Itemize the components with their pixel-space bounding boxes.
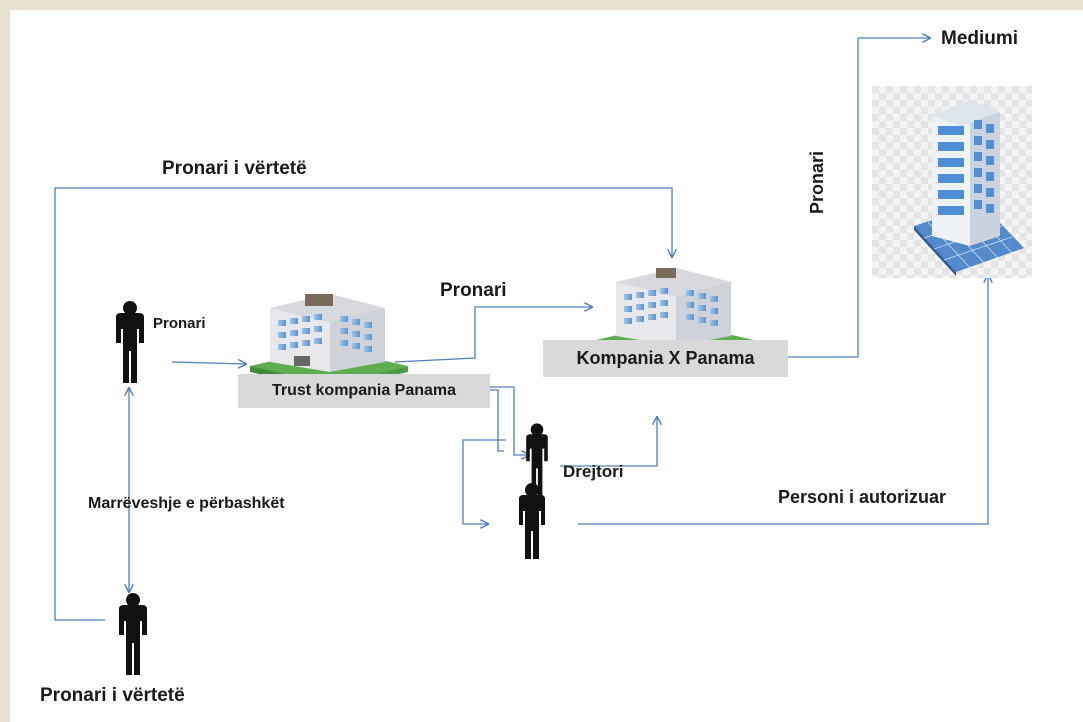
label-true-owner-bottom: Pronari i vërtetë (40, 685, 185, 706)
person-icon-authorized (519, 483, 545, 559)
label-medium: Mediumi (941, 28, 1019, 49)
connector-true-owner-to-company-x (54, 187, 672, 621)
connectors (54, 38, 988, 621)
label-owner-link: Pronari (440, 280, 507, 301)
connector-director-to-company-x (560, 417, 657, 467)
connector-trust-to-director (490, 386, 529, 455)
diagram-canvas: Pronari i vërtetë Pronari Pronari Medium… (10, 10, 1083, 722)
office-tower-icon (872, 86, 1032, 278)
label-true-owner-top: Pronari i vërtetë (162, 158, 307, 179)
person-icon-true-owner (119, 593, 147, 675)
connector-trust-to-company-x (394, 307, 592, 363)
label-owner: Pronari (153, 315, 206, 332)
connector-authorized-to-tower (578, 275, 988, 525)
label-owner-vertical: Pronari (807, 150, 828, 215)
connector-trust-to-authorized (462, 439, 506, 524)
company-x-label: Kompania X Panama (543, 340, 788, 377)
person-icon-owner (116, 301, 144, 383)
connector-owner-to-trust (171, 362, 246, 364)
label-authorized-person: Personi i autorizuar (778, 487, 947, 507)
trust-company-label: Trust kompania Panama (238, 374, 490, 408)
label-joint-agreement: Marrëveshje e përbashkët (88, 495, 285, 512)
label-director: Drejtori (563, 462, 624, 481)
connector-company-x-to-medium (788, 38, 930, 358)
connector-trust-to-director-b (490, 389, 504, 452)
